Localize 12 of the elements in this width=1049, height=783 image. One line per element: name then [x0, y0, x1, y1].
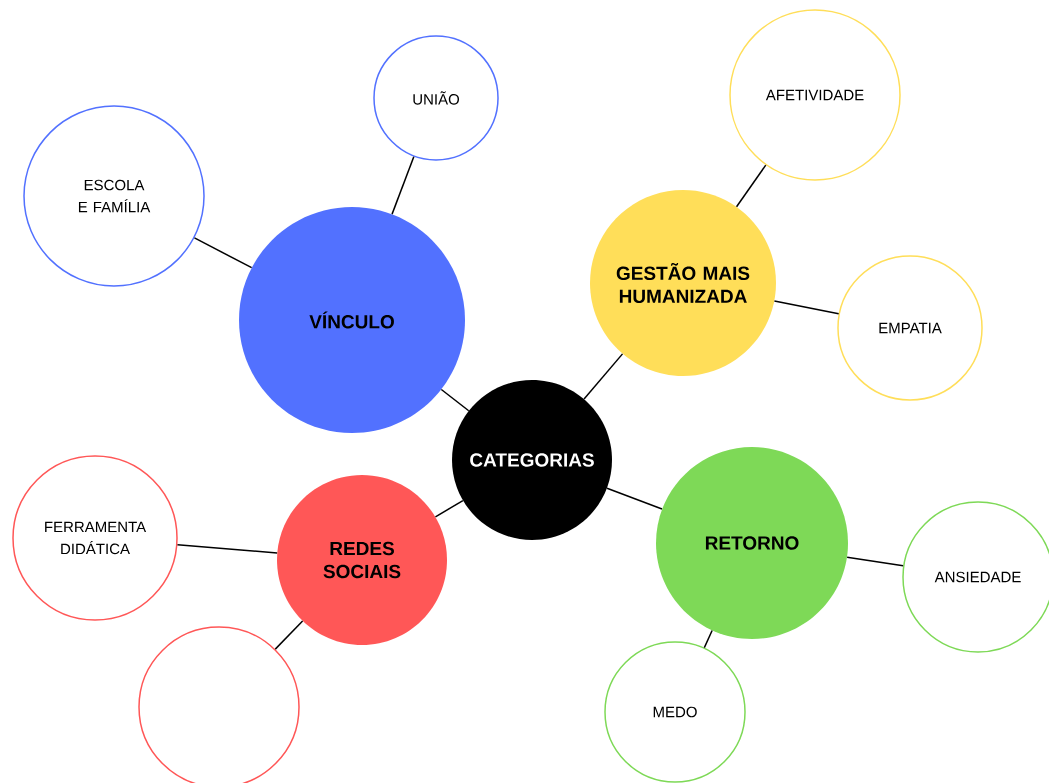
connector-line	[440, 388, 470, 412]
connector-line	[193, 237, 253, 269]
connector-line	[846, 556, 904, 567]
connector-line	[583, 353, 624, 400]
connector-line	[176, 544, 278, 554]
connector-line	[606, 487, 663, 510]
connector-line	[391, 155, 415, 215]
connector-line	[735, 164, 767, 208]
connector-line	[773, 300, 840, 315]
connector-line	[434, 499, 464, 518]
connector-line	[703, 629, 713, 649]
connector-line	[274, 620, 304, 650]
